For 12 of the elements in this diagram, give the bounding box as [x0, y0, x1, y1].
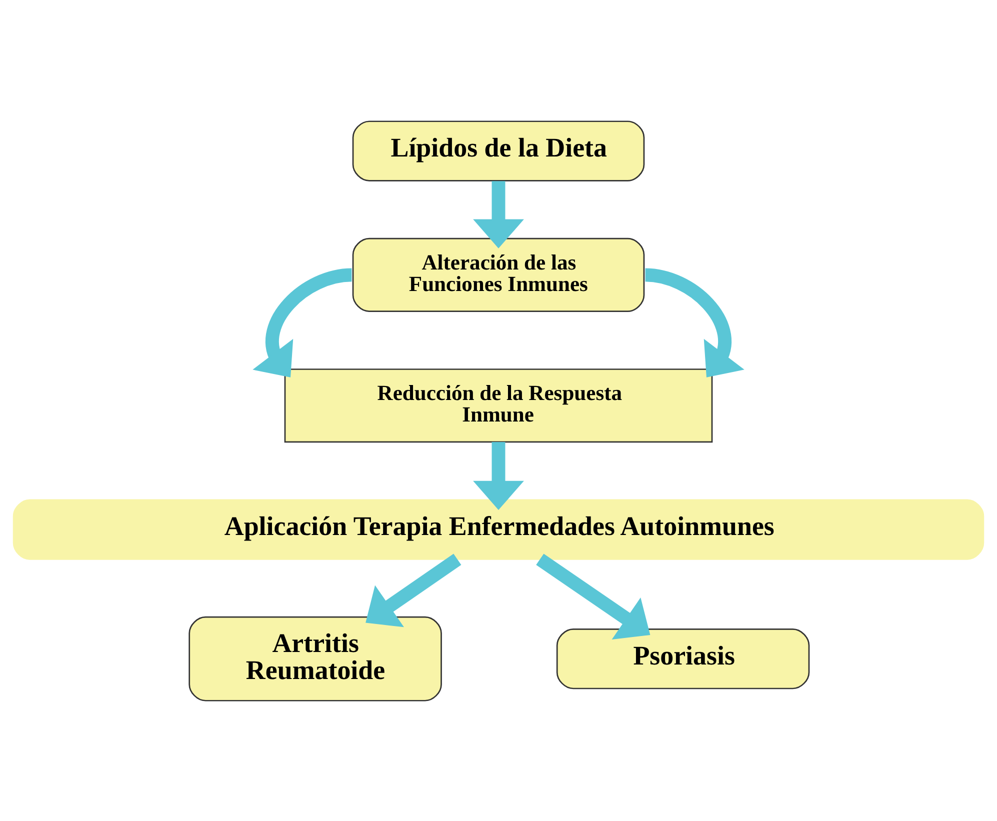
- node-box: Alteración de las Funciones Inmunes: [352, 237, 645, 312]
- node-box: Aplicación Terapia Enfermedades Autoinmunes: [12, 498, 984, 560]
- arrow: [473, 180, 524, 248]
- node-box: Artritis Reumatoide: [188, 616, 442, 701]
- node-box: Lípidos de la Dieta: [352, 120, 645, 181]
- arrow: [644, 268, 744, 377]
- arrow: [536, 553, 650, 640]
- node-box: Reducción de la Respuesta Inmune: [284, 368, 713, 442]
- arrow: [473, 442, 524, 510]
- arrow: [252, 268, 352, 377]
- arrow: [366, 553, 462, 627]
- node-box: Psoriasis: [556, 628, 810, 689]
